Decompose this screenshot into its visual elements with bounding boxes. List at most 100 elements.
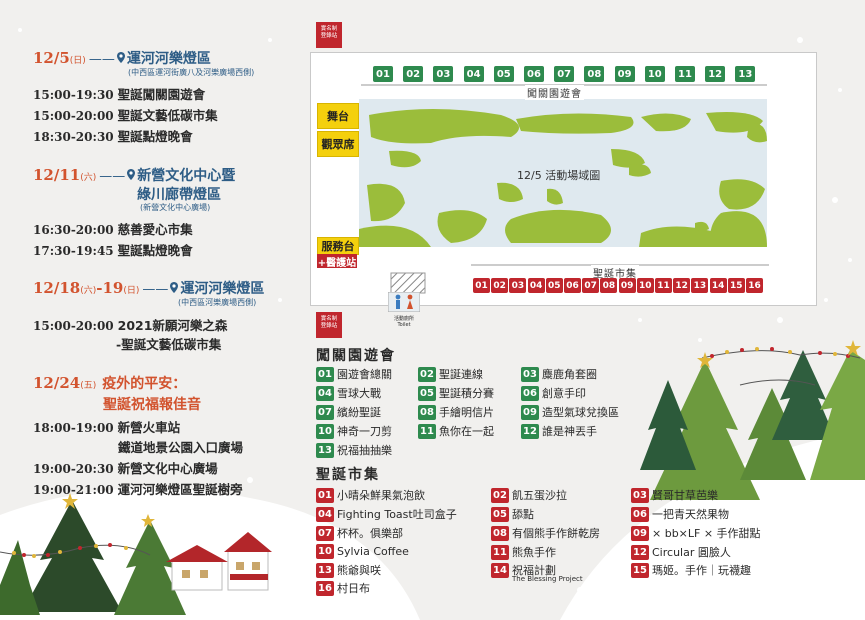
item-number: 14 — [491, 562, 509, 578]
venue-line2: 綠川廊帶燈區 — [137, 187, 221, 203]
item-name: 聖誕積分賽 — [439, 387, 494, 400]
item-name: 誰是神丟手 — [542, 425, 597, 438]
game-booth: 09 — [614, 66, 635, 82]
item-name: 園遊會總關 — [337, 368, 392, 381]
game-booth: 03 — [433, 66, 454, 82]
venue-sub: (中西區河樂廣場西側) — [178, 298, 257, 307]
item-number: 05 — [491, 506, 509, 522]
item-name: 賢哥甘草芭樂 — [652, 489, 718, 502]
venue-sub: (中西區運河街廣八及河樂廣場西側) — [128, 68, 255, 77]
item-number: 02 — [491, 487, 509, 503]
item-name: 魚你在一起 — [439, 425, 494, 438]
game-booth: 05 — [493, 66, 514, 82]
item-name: 小晴朵鮮果氣泡飲 — [337, 489, 425, 502]
item-number: 04 — [316, 506, 334, 522]
item-number: 05 — [418, 385, 436, 401]
item-number: 10 — [316, 544, 334, 559]
item-name: 繽紛聖誕 — [337, 406, 381, 419]
item-number: 10 — [316, 423, 334, 439]
item-name: 村日布 — [337, 582, 370, 595]
game-booth: 04 — [463, 66, 484, 82]
registration-station-top: 實名制 登錄站 — [316, 22, 342, 48]
game-booth: 06 — [524, 66, 544, 82]
item-number: 06 — [521, 385, 539, 401]
game-booth: 01 — [373, 66, 393, 82]
item-number: 06 — [631, 506, 649, 522]
game-booth: 13 — [735, 66, 756, 82]
item-name: 有個熊手作餅乾房 — [512, 527, 600, 540]
event-row: -聖誕文藝低碳市集 — [116, 337, 222, 352]
item-number: 13 — [316, 562, 334, 578]
toilet: 活動廁所 Toilet — [387, 291, 421, 328]
toilet-label: 活動廁所 Toilet — [393, 316, 414, 328]
market-booth: 12 — [673, 278, 691, 293]
item-name: 熊爺與咲 — [337, 564, 381, 577]
item-number: 03 — [631, 487, 649, 503]
market-booth: 16 — [746, 278, 763, 293]
item-number: 11 — [491, 544, 509, 560]
market-zone-label: 聖誕市集 — [591, 265, 639, 280]
market-legend-item: 09× bb×LF × 手作甜點 — [631, 525, 761, 541]
item-number: 03 — [521, 366, 539, 382]
market-booth: 06 — [564, 278, 581, 293]
item-name: 創意手印 — [542, 387, 586, 400]
item-number: 15 — [631, 562, 649, 578]
event-row: 鐵道地景公園入口廣場 — [118, 440, 244, 455]
item-name: 飢五蛋沙拉 — [512, 489, 567, 502]
item-name: × bb×LF × 手作甜點 — [652, 527, 761, 540]
game-booth: 07 — [554, 66, 575, 82]
item-name: 神奇一刀剪 — [337, 425, 392, 438]
market-booth: 01 — [473, 278, 490, 293]
schedule-date-12-18: 12/18 (六) -19 (日) —— 運河河樂燈區 — [33, 279, 265, 297]
venue-sub: (新營文化中心廣場) — [140, 203, 211, 212]
item-name: Fighting Toast吐司盒子 — [337, 508, 457, 521]
map-title: 12/5 活動場域圖 — [517, 169, 601, 182]
game-booth: 11 — [675, 66, 695, 82]
item-name: 手繪明信片 — [439, 406, 494, 419]
service-desk: 服務台 — [317, 237, 359, 255]
schedule-date-12-24: 12/24 (五) 疫外的平安： — [33, 374, 187, 392]
location-pin-icon — [170, 282, 179, 293]
location-pin-icon — [116, 52, 125, 63]
market-booth: 11 — [655, 278, 672, 293]
game-booth: 10 — [644, 66, 665, 82]
market-booth: 13 — [691, 278, 709, 293]
tree-icon — [0, 500, 186, 615]
activity-area-drawing — [359, 84, 769, 294]
item-name: 麋鹿角套圈 — [542, 368, 597, 381]
item-name: 祝福抽抽樂 — [337, 444, 392, 457]
item-number: 04 — [316, 385, 334, 401]
market-booth: 09 — [618, 278, 636, 293]
market-14-subtitle: The Blessing Project — [512, 575, 583, 583]
location-pin-icon — [127, 169, 136, 180]
item-number: 07 — [316, 404, 334, 420]
toilet-icon — [387, 291, 421, 313]
item-name: 瑪姬。手作｜玩襪趣 — [652, 564, 751, 577]
market-booth: 08 — [600, 278, 618, 293]
stage: 舞台 — [317, 103, 359, 129]
first-aid-station: +醫護站 — [317, 254, 357, 269]
item-number: 09 — [521, 404, 539, 420]
